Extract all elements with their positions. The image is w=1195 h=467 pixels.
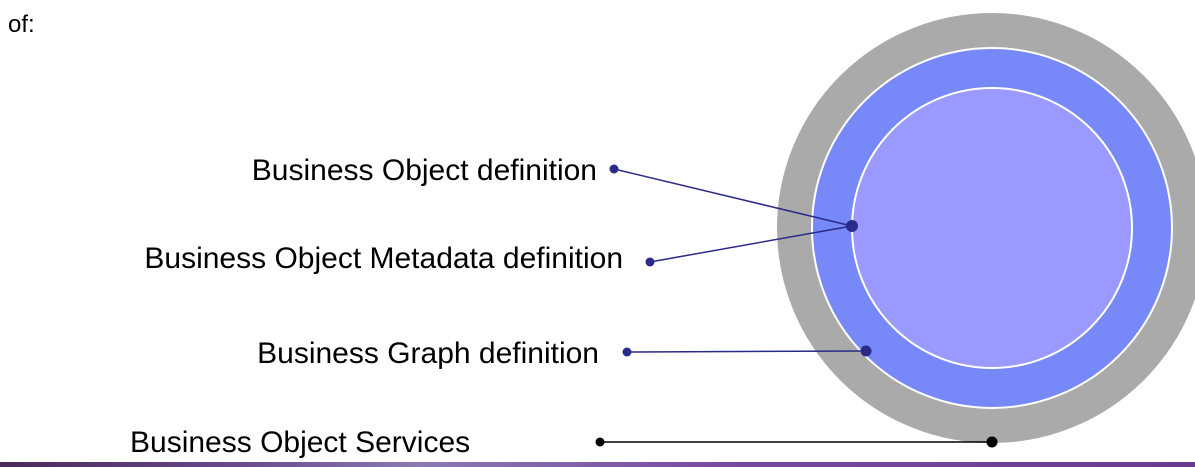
connector-bo-metadata-dot-start — [645, 257, 655, 267]
label-business-object-services: Business Object Services — [130, 426, 471, 459]
footer-decorative-band — [0, 462, 1195, 467]
connector-bg-definition-dot-end — [860, 345, 872, 357]
connector-bg-definition — [626, 350, 867, 353]
connector-bo-definition-dot-start — [609, 164, 619, 174]
connector-bg-definition-dot-start — [622, 347, 632, 357]
connector-bo-services-dot-end — [986, 436, 998, 448]
label-business-object-definition: Business Object definition — [251, 154, 597, 187]
connector-bo-metadata — [649, 225, 853, 263]
connector-bo-definition — [613, 168, 853, 227]
label-business-graph-definition: Business Graph definition — [257, 337, 599, 370]
inner-circle-object — [851, 87, 1133, 369]
label-business-object-metadata-definition: Business Object Metadata definition — [144, 242, 623, 275]
intro-text: of: — [8, 11, 35, 38]
connector-bo-services-dot-start — [595, 437, 605, 447]
connector-inner-endpoint-dot — [846, 220, 858, 232]
